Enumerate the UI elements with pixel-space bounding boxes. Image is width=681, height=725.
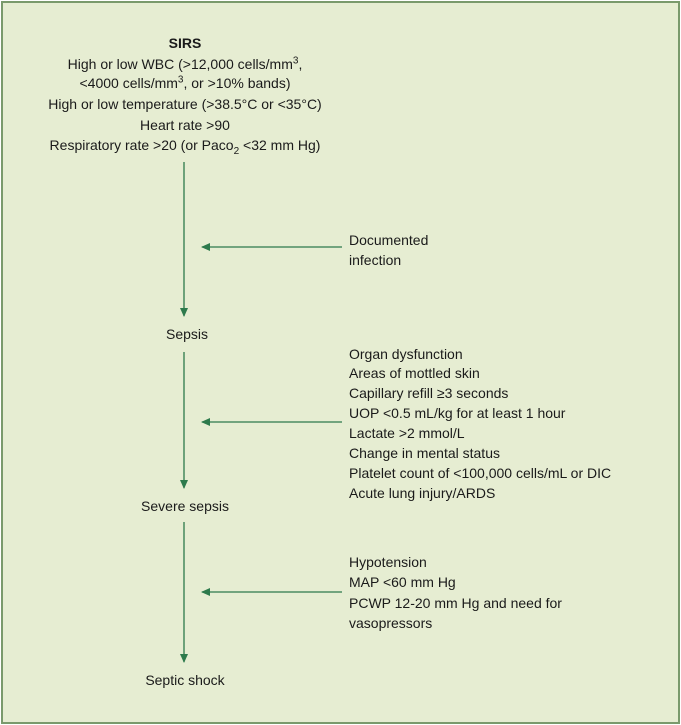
sirs-temperature: High or low temperature (>38.5°C or <35°… <box>48 96 322 112</box>
documented-infection-line-1: Documented <box>349 232 429 248</box>
hypotension-item: Hypotension <box>349 554 427 570</box>
hypotension-item: vasopressors <box>349 615 433 631</box>
sirs-heart-rate: Heart rate >90 <box>140 117 230 133</box>
organ-dysfunction-item: UOP <0.5 mL/kg for at least 1 hour <box>349 405 566 421</box>
septic-shock-label: Septic shock <box>145 672 225 688</box>
severe-sepsis-label: Severe sepsis <box>141 498 229 514</box>
sirs-wbc-line-2: <4000 cells/mm3, or >10% bands) <box>79 74 291 91</box>
organ-dysfunction-item: Change in mental status <box>349 445 500 461</box>
organ-dysfunction-item: Organ dysfunction <box>349 346 463 362</box>
organ-dysfunction-item: Acute lung injury/ARDS <box>349 485 496 501</box>
organ-dysfunction-item: Capillary refill ≥3 seconds <box>349 385 509 401</box>
documented-infection-line-2: infection <box>349 252 402 268</box>
sirs-title: SIRS <box>168 35 202 51</box>
organ-dysfunction-item: Platelet count of <100,000 cells/mL or D… <box>349 465 612 481</box>
organ-dysfunction-item: Areas of mottled skin <box>349 365 480 381</box>
sirs-wbc-line-1: High or low WBC (>12,000 cells/mm3, <box>67 55 303 72</box>
organ-dysfunction-item: Lactate >2 mmol/L <box>349 425 465 441</box>
hypotension-item: MAP <60 mm Hg <box>349 574 456 590</box>
sirs-respiratory-rate: Respiratory rate >20 (or Paco2 <32 mm Hg… <box>49 137 321 157</box>
hypotension-item: PCWP 12-20 mm Hg and need for <box>349 595 562 611</box>
sepsis-label: Sepsis <box>165 326 209 342</box>
